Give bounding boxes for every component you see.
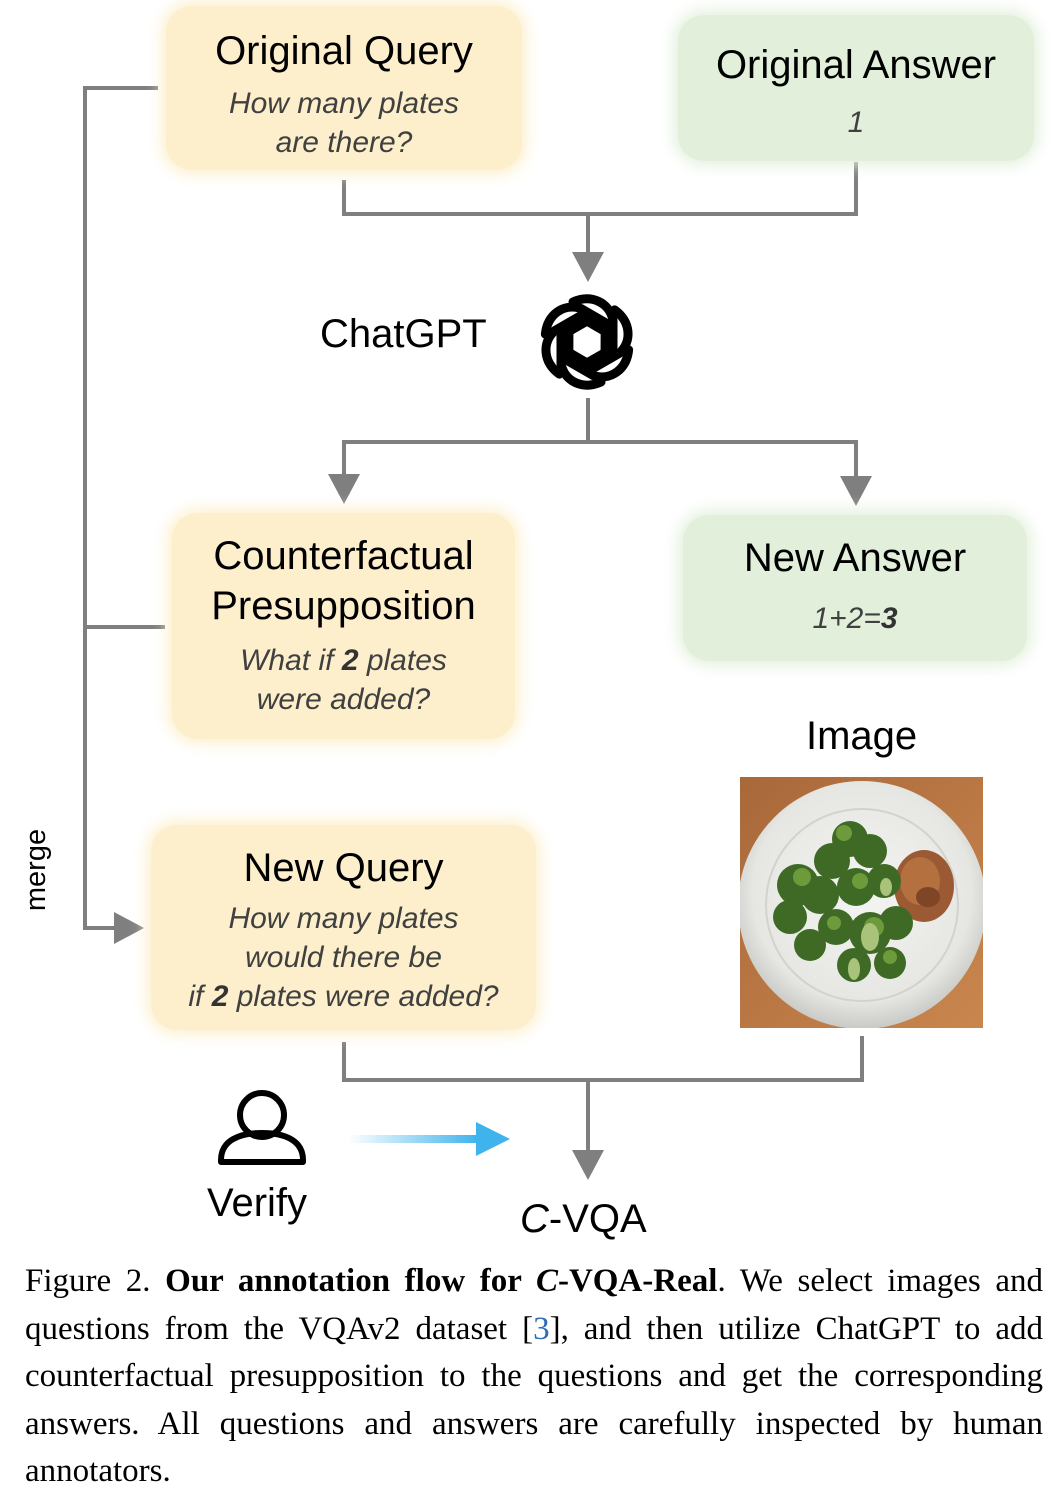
arrowhead-new-query: [114, 912, 144, 944]
cvqa-label: C-VQA: [520, 1196, 647, 1242]
chatgpt-output-line: [342, 440, 858, 478]
original-query-question: How many plates are there?: [228, 87, 460, 159]
verify-arrow-shaft: [348, 1135, 478, 1143]
new-query-number: 2: [211, 980, 229, 1013]
verify-label: Verify: [207, 1181, 308, 1225]
original-answer-value: 1: [847, 106, 865, 139]
counterfactual-question: What if 2 plates were added?: [172, 641, 515, 719]
arrowhead-chatgpt: [572, 252, 604, 282]
figure-caption: Figure 2. Our annotation flow for C-VQA-…: [25, 1258, 1043, 1495]
output-merge-line: [342, 1036, 864, 1082]
new-answer-result: 3: [880, 602, 898, 635]
verify-arrowhead: [476, 1122, 510, 1156]
arrowhead-new-answer: [840, 476, 872, 506]
counterfactual-box: Counterfactual Presupposition What if 2 …: [172, 513, 515, 739]
original-answer-box: Original Answer 1: [678, 15, 1034, 161]
original-query-title: Original Query: [215, 29, 473, 73]
caption-text-1: . We select images and questions from th…: [25, 1263, 1043, 1347]
caption-text-2: ], and then utilize ChatGPT to add count…: [25, 1310, 1043, 1490]
new-query-title: New Query: [243, 846, 444, 890]
caption-title-suffix: -VQA-Real: [557, 1263, 718, 1299]
cvqa-suffix: -VQA: [548, 1197, 647, 1241]
person-icon: [218, 1090, 306, 1165]
caption-title: Our annotation flow for C-VQA-Real: [165, 1263, 717, 1299]
original-query-box: Original Query How many plates are there…: [166, 6, 522, 170]
caption-citation-link[interactable]: 3: [533, 1310, 550, 1347]
plate-photo: [740, 777, 983, 1028]
flow-connectors: [83, 86, 872, 1180]
chatgpt-label: ChatGPT: [320, 312, 487, 356]
arrowhead-counterfactual: [328, 474, 360, 504]
merge-label: merge: [20, 828, 52, 912]
new-answer-expression-text: 1+2=: [812, 602, 881, 635]
caption-figure-label: Figure 2.: [25, 1263, 151, 1299]
counterfactual-text-after: plates were added?: [256, 644, 447, 716]
counterfactual-number: 2: [341, 644, 359, 677]
cvqa-prefix: C: [520, 1197, 549, 1241]
new-answer-expression: 1+2=3: [683, 599, 1027, 638]
image-label: Image: [806, 714, 918, 758]
query-to-chatgpt-line: [342, 162, 858, 216]
new-query-question: How many plates would there be if 2 plat…: [151, 899, 536, 1016]
new-answer-box: New Answer 1+2=3: [683, 515, 1027, 661]
counterfactual-text-before: What if: [240, 644, 342, 677]
original-answer-title: Original Answer: [715, 43, 997, 87]
openai-logo-icon: [540, 294, 634, 390]
merge-bracket-line: [83, 86, 158, 930]
new-query-text-before: How many plates would there be if: [188, 902, 459, 1013]
arrowhead-cvqa: [572, 1150, 604, 1180]
caption-title-prefix: Our annotation flow for: [165, 1263, 536, 1299]
new-query-box: New Query How many plates would there be…: [151, 825, 536, 1030]
caption-title-c: C: [535, 1263, 558, 1299]
new-query-text-after: plates were added?: [228, 980, 499, 1013]
counterfactual-title: Counterfactual Presupposition: [211, 534, 476, 628]
new-answer-title: New Answer: [743, 536, 967, 580]
